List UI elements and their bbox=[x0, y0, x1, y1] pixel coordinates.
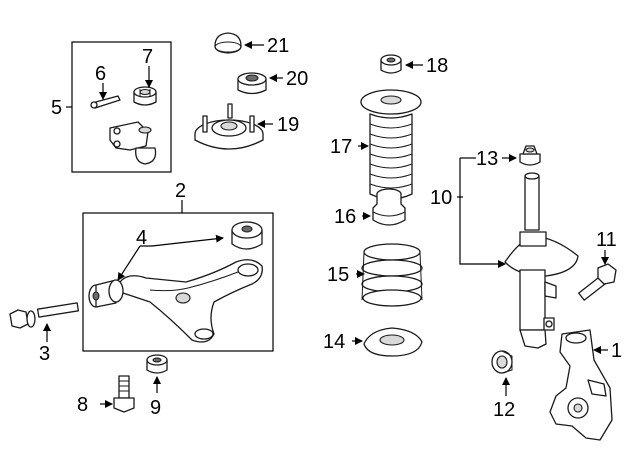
cotter-pin-6 bbox=[90, 95, 121, 109]
nut-13 bbox=[519, 145, 541, 166]
callout-19: 19 bbox=[277, 114, 299, 136]
callout-16: 16 bbox=[334, 206, 356, 228]
bushing-18 bbox=[380, 54, 402, 74]
spring-seat-14 bbox=[363, 327, 423, 357]
bump-stop-16 bbox=[372, 188, 406, 226]
strut-assembly-10 bbox=[504, 172, 579, 349]
dust-boot-17 bbox=[360, 89, 422, 200]
steering-knuckle-1 bbox=[549, 329, 613, 441]
callout-5: 5 bbox=[51, 97, 62, 119]
callout-20: 20 bbox=[286, 68, 308, 90]
castle-nut-7 bbox=[133, 86, 157, 106]
callout-8: 8 bbox=[77, 394, 88, 416]
callout-21: 21 bbox=[267, 35, 289, 57]
callout-4: 4 bbox=[136, 227, 147, 249]
callout-12: 12 bbox=[493, 399, 515, 421]
ball-joint bbox=[109, 121, 157, 165]
nut-9 bbox=[146, 354, 168, 374]
callout-14: 14 bbox=[323, 331, 345, 353]
bolt-3 bbox=[9, 302, 80, 329]
cap-21 bbox=[214, 32, 242, 54]
coil-spring-15 bbox=[361, 243, 423, 307]
callout-17: 17 bbox=[330, 136, 352, 158]
callout-11: 11 bbox=[596, 229, 617, 251]
callout-13: 13 bbox=[476, 148, 498, 170]
callout-18: 18 bbox=[426, 55, 448, 77]
rear-bushing-4b bbox=[231, 221, 263, 250]
callout-1: 1 bbox=[611, 340, 622, 362]
callout-3: 3 bbox=[39, 343, 50, 365]
bolt-11 bbox=[578, 263, 617, 301]
bushing-12 bbox=[491, 350, 513, 374]
strut-mount-19 bbox=[194, 103, 264, 150]
front-bushing-4a bbox=[88, 279, 124, 308]
callout-6: 6 bbox=[95, 63, 106, 85]
control-arm-box bbox=[82, 212, 274, 352]
callout-9: 9 bbox=[150, 397, 161, 419]
callout-7: 7 bbox=[142, 46, 153, 68]
lower-control-arm bbox=[119, 259, 263, 343]
bolt-8 bbox=[113, 375, 135, 413]
callout-2: 2 bbox=[175, 180, 186, 202]
nut-20 bbox=[237, 72, 267, 95]
callout-10: 10 bbox=[430, 187, 452, 209]
callout-15: 15 bbox=[327, 264, 349, 286]
